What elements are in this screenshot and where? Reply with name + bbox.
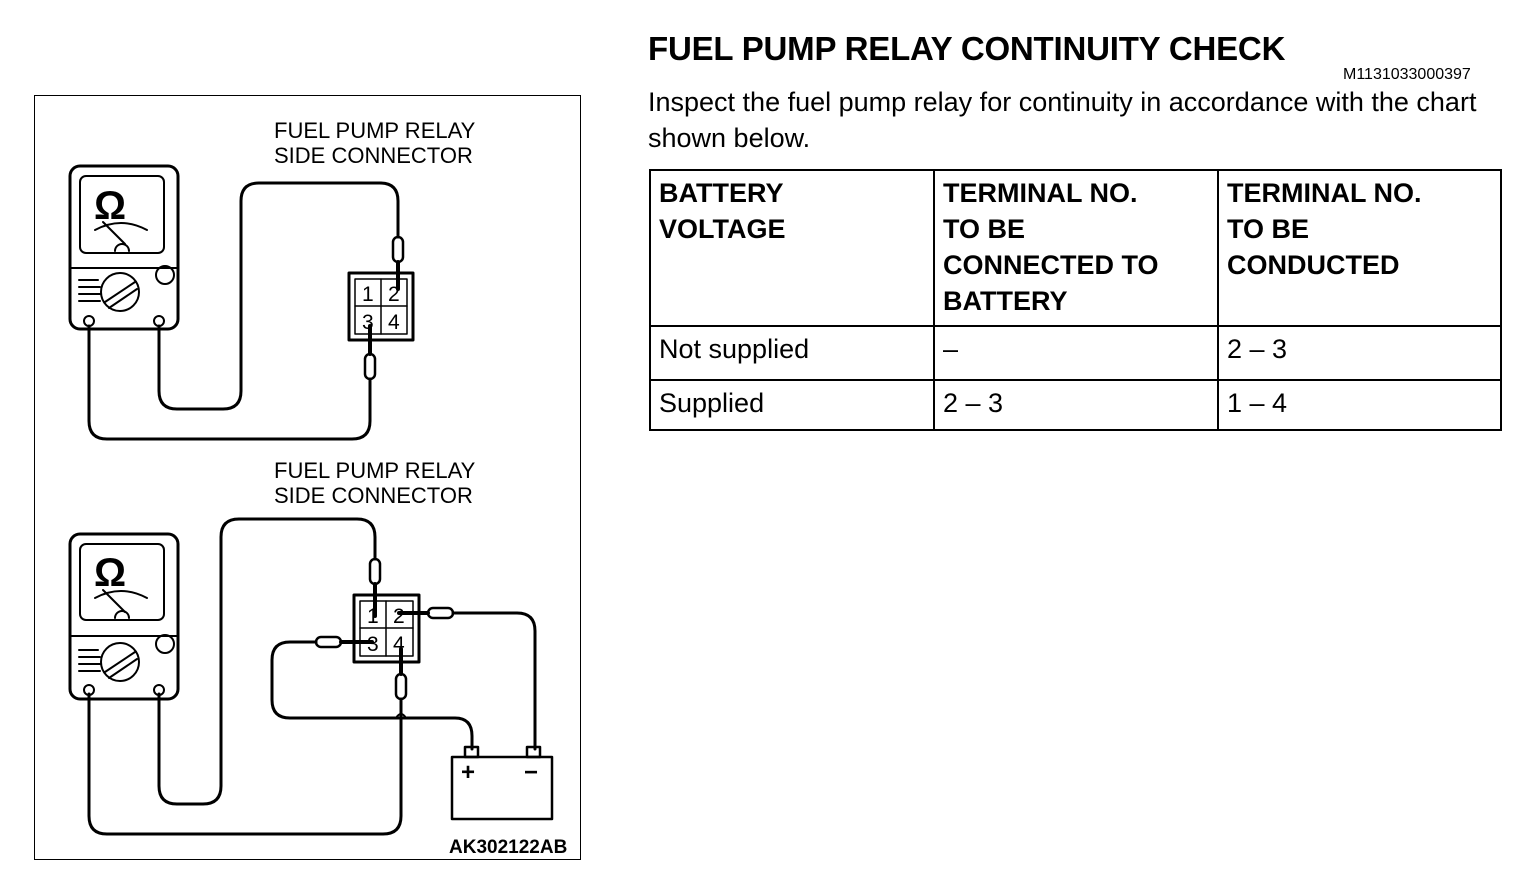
- top-pin-2: 2: [388, 283, 400, 306]
- header-line: BATTERY: [943, 286, 1068, 316]
- header-battery-voltage: BATTERY VOLTAGE: [649, 169, 935, 327]
- bottom-ohmmeter-icon: Ω: [68, 532, 180, 701]
- header-line: TO BE: [943, 214, 1026, 244]
- bottom-pin-3: 3: [367, 633, 379, 656]
- bottom-wire-meter-red: [157, 517, 377, 806]
- table-header-row: BATTERY VOLTAGE TERMINAL NO. TO BE CONNE…: [649, 169, 1502, 327]
- intro-paragraph: Inspect the fuel pump relay for continui…: [648, 87, 1477, 153]
- bottom-pin-2: 2: [393, 605, 405, 628]
- header-line: VOLTAGE: [659, 214, 786, 244]
- top-diagram: FUEL PUMP RELAY SIDE CONNECTOR Ω: [68, 118, 476, 441]
- figure-frame: FUEL PUMP RELAY SIDE CONNECTOR Ω: [34, 95, 581, 860]
- bottom-wire-battery-negative: [451, 611, 537, 751]
- cell-terminal-conducted: 2 – 3: [1217, 325, 1502, 381]
- bottom-ohm-symbol: Ω: [94, 551, 126, 595]
- bottom-relay-connector: 1 2 3 4: [352, 593, 421, 664]
- top-wire-red-lead: [157, 181, 400, 411]
- top-pin-4: 4: [388, 311, 400, 334]
- top-ohm-symbol: Ω: [94, 184, 126, 228]
- bottom-probe-pin1-icon: [368, 557, 382, 586]
- bottom-probe-pin4-icon: [394, 672, 408, 701]
- cell-terminal-conducted: 1 – 4: [1217, 379, 1502, 431]
- wiring-diagram: FUEL PUMP RELAY SIDE CONNECTOR Ω: [68, 118, 567, 858]
- bottom-connector-label-line2: SIDE CONNECTOR: [274, 483, 473, 508]
- bottom-wire-battery-positive: [270, 640, 474, 751]
- document-id: M1131033000397: [1343, 66, 1471, 83]
- figure-code: AK302122AB: [449, 837, 567, 858]
- top-pin-1: 1: [362, 283, 374, 306]
- bottom-probe-pin2-icon: [426, 606, 455, 620]
- header-line: CONNECTED TO: [943, 250, 1159, 280]
- header-line: BATTERY: [659, 178, 784, 208]
- battery-icon: + −: [450, 745, 554, 821]
- header-terminal-conducted: TERMINAL NO. TO BE CONDUCTED: [1217, 169, 1502, 327]
- bottom-pin-1: 1: [367, 605, 379, 628]
- page-title: FUEL PUMP RELAY CONTINUITY CHECK: [648, 30, 1286, 67]
- table-row: Supplied 2 – 3 1 – 4: [649, 379, 1502, 431]
- bottom-wire-meter-black: [87, 692, 403, 836]
- header-line: CONDUCTED: [1227, 250, 1400, 280]
- header-line: TERMINAL NO.: [943, 178, 1138, 208]
- top-relay-connector: 1 2 3 4: [347, 271, 415, 342]
- top-probe-pin3-icon: [363, 352, 377, 381]
- battery-minus-label: −: [524, 759, 538, 786]
- top-connector-label-line1: FUEL PUMP RELAY: [274, 118, 476, 143]
- header-line: TERMINAL NO.: [1227, 178, 1422, 208]
- bottom-probe-pin3-icon: [314, 635, 343, 649]
- cell-terminal-connected: 2 – 3: [933, 379, 1219, 431]
- top-ohmmeter-icon: Ω: [68, 164, 180, 331]
- top-pin-3: 3: [362, 311, 374, 334]
- bottom-connector-label-line1: FUEL PUMP RELAY: [274, 458, 476, 483]
- header-terminal-connected: TERMINAL NO. TO BE CONNECTED TO BATTERY: [933, 169, 1219, 327]
- cell-terminal-connected: –: [933, 325, 1219, 381]
- table-row: Not supplied – 2 – 3: [649, 325, 1502, 381]
- cell-battery-voltage: Supplied: [649, 379, 935, 431]
- battery-plus-label: +: [461, 759, 475, 786]
- top-wire-black-lead: [87, 324, 372, 441]
- bottom-diagram: FUEL PUMP RELAY SIDE CONNECTOR Ω: [68, 458, 567, 858]
- cell-battery-voltage: Not supplied: [649, 325, 935, 381]
- header-line: TO BE: [1227, 214, 1310, 244]
- continuity-table: BATTERY VOLTAGE TERMINAL NO. TO BE CONNE…: [649, 169, 1502, 431]
- top-probe-pin2-icon: [391, 235, 405, 264]
- top-connector-label-line2: SIDE CONNECTOR: [274, 143, 473, 168]
